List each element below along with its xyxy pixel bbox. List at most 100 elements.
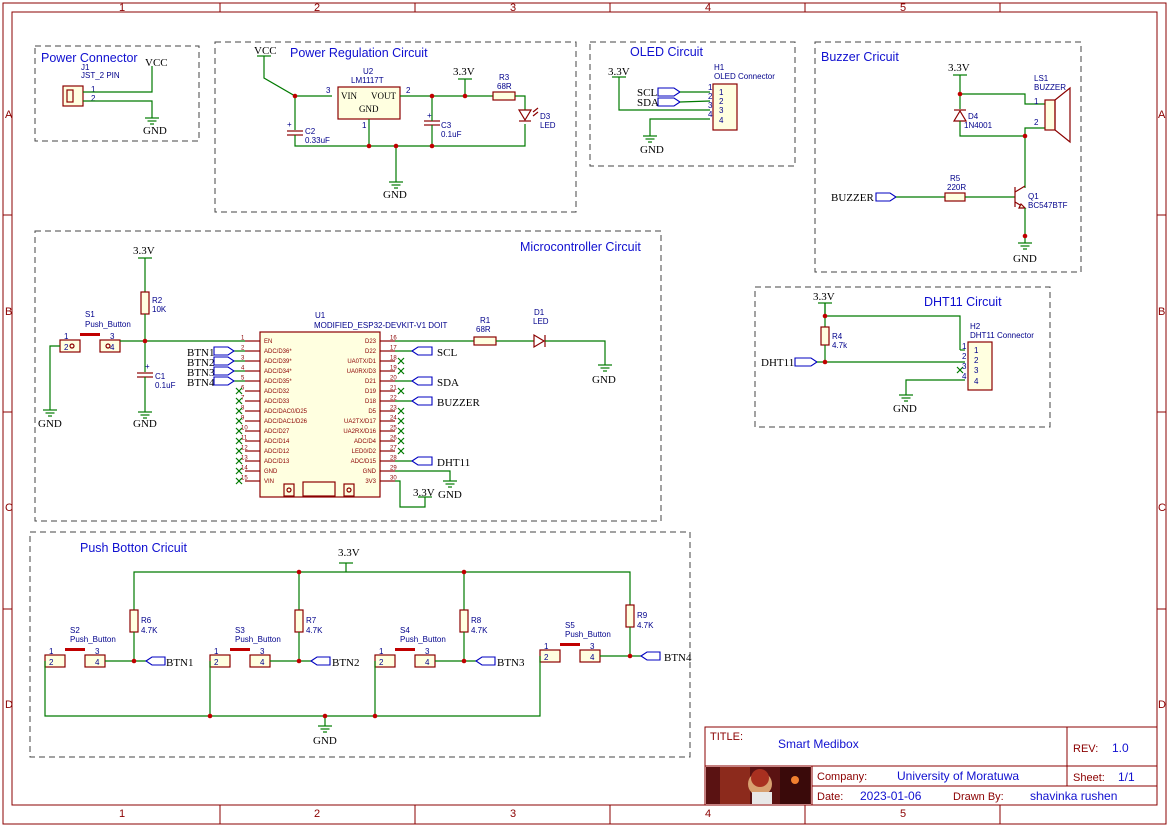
d1-led [533,333,546,349]
r9-value: 4.7K [637,621,654,630]
dht11-label-mcu: DHT11 [437,457,470,469]
btn3-label-pb: BTN3 [497,657,525,669]
no-connect-mark [397,417,405,425]
r8-resistor [459,609,469,633]
r1-resistor [473,336,497,346]
j1-pin1: 1 [91,85,96,94]
esp32-left-pin-number: 3 [241,356,245,362]
h2-pin2-num: 2 [962,352,967,361]
btn4-label-mcu: BTN4 [187,377,215,389]
s2-value: Push_Button [70,635,116,644]
esp32-right-pin-number: 27 [390,446,397,452]
s1-pin2: 2 [64,343,69,352]
gnd-label-pb: GND [313,735,337,747]
esp32-left-pin-name: EN [264,339,272,345]
buzzer-section: Buzzer Cricuit 3.3V D4 1N4001 LS1 BUZZER… [814,41,1082,273]
push-button-section: Push Botton Cricuit 3.3V R6 4.7K R7 4.7K… [29,531,692,758]
ls1-pin1: 1 [1034,97,1039,106]
gnd-label-reg: GND [383,189,407,201]
esp32-right-pin-number: 21 [390,386,397,392]
s4-pin1: 1 [379,647,384,656]
h1-pin2: 2 [719,97,724,106]
esp32-left-pin-name: GND [264,469,278,475]
row-label-a-right: A [1158,109,1166,121]
s1-value: Push_Button [85,320,131,329]
s5-ref: S5 [565,621,575,630]
c1-ref: C1 [155,372,166,381]
ls1-pin2: 2 [1034,118,1039,127]
u2-ref: U2 [363,67,374,76]
vcc-label-j1: VCC [145,57,168,69]
row-label-c: C [5,502,13,514]
esp32-left-pin-name: ADC/D33 [264,399,290,405]
title-block: TITLE: Smart Medibox REV: 1.0 Company: U… [704,726,1158,806]
gnd-label-d1: GND [592,374,616,386]
r3-resistor [492,91,516,101]
s2-pin2: 2 [49,658,54,667]
r8-ref: R8 [471,616,482,625]
title-value: Smart Medibox [778,737,859,751]
h2-pin1: 1 [974,346,979,355]
esp32-right-pin-name: UA2TX/D17 [344,419,377,425]
h1-pin3-num: 3 [708,101,713,110]
ls1-value: BUZZER [1034,83,1066,92]
gnd-symbol-s1 [43,409,57,417]
h1-pin1-num: 1 [708,83,713,92]
c2-value: 0.33uF [305,136,330,145]
power-regulation-title: Power Regulation Circuit [290,46,428,60]
esp32-right-pin-name: D21 [365,379,377,385]
c2-ref: C2 [305,127,316,136]
r2-resistor [140,291,150,315]
sheet-value: 1/1 [1118,770,1135,784]
h1-value: OLED Connector [714,72,775,81]
h2-pin3: 3 [974,366,979,375]
r3-ref: R3 [499,73,510,82]
r7-ref: R7 [306,616,317,625]
gnd-label-j1: GND [143,125,167,137]
esp32-right-pin-number: 24 [390,416,397,422]
gnd-label-dht: GND [893,403,917,415]
gnd-label-oled: GND [640,144,664,156]
v33-label-reg: 3.3V [453,66,475,78]
company-label: Company: [817,771,867,783]
push-button-title: Push Botton Cricuit [80,541,188,555]
h2-pin2: 2 [974,356,979,365]
j1-value: JST_2 PIN [81,71,120,80]
btn3-label-mcu: BTN3 [187,367,215,379]
r9-resistor [625,604,635,628]
v33-label-mcu-3v3: 3.3V [413,487,435,499]
s4-pin4: 4 [425,658,430,667]
q1-ref: Q1 [1028,192,1039,201]
s3-pin4: 4 [260,658,265,667]
s5-pin1: 1 [544,642,549,651]
esp32-right-pin-number: 20 [390,376,397,382]
u1-ref: U1 [315,311,326,320]
no-connect-mark [235,457,243,465]
row-label-b: B [5,306,12,318]
esp32-left-pin-number: 2 [241,346,245,352]
no-connect-mark [235,397,243,405]
svg-text:+: + [427,111,432,120]
esp32-right-pin-name: D18 [365,399,377,405]
h2-dht11-connector [967,341,993,391]
esp32-right-pin-name: 3V3 [365,479,376,485]
company-value: University of Moratuwa [897,769,1019,783]
r7-resistor [294,609,304,633]
no-connect-mark [397,367,405,375]
gnd-symbol-d1 [598,364,612,372]
power-connector-title: Power Connector [41,51,138,65]
btn1-label-mcu: BTN1 [187,347,215,359]
r3-value: 68R [497,82,512,91]
col-label-1: 1 [119,2,125,14]
v33-label-oled: 3.3V [608,66,630,78]
col-label-5-bottom: 5 [900,808,906,820]
esp32-left-pin-number: 12 [241,446,248,452]
no-connect-mark [397,357,405,365]
s3-value: Push_Button [235,635,281,644]
dht11-label-dht: DHT11 [761,357,794,369]
esp32-left-pin-number: 9 [241,416,245,422]
r4-resistor [820,326,830,346]
esp32-right-pin-number: 30 [390,476,397,482]
col-label-4-bottom: 4 [705,808,711,820]
dht11-title: DHT11 Circuit [924,295,1002,309]
